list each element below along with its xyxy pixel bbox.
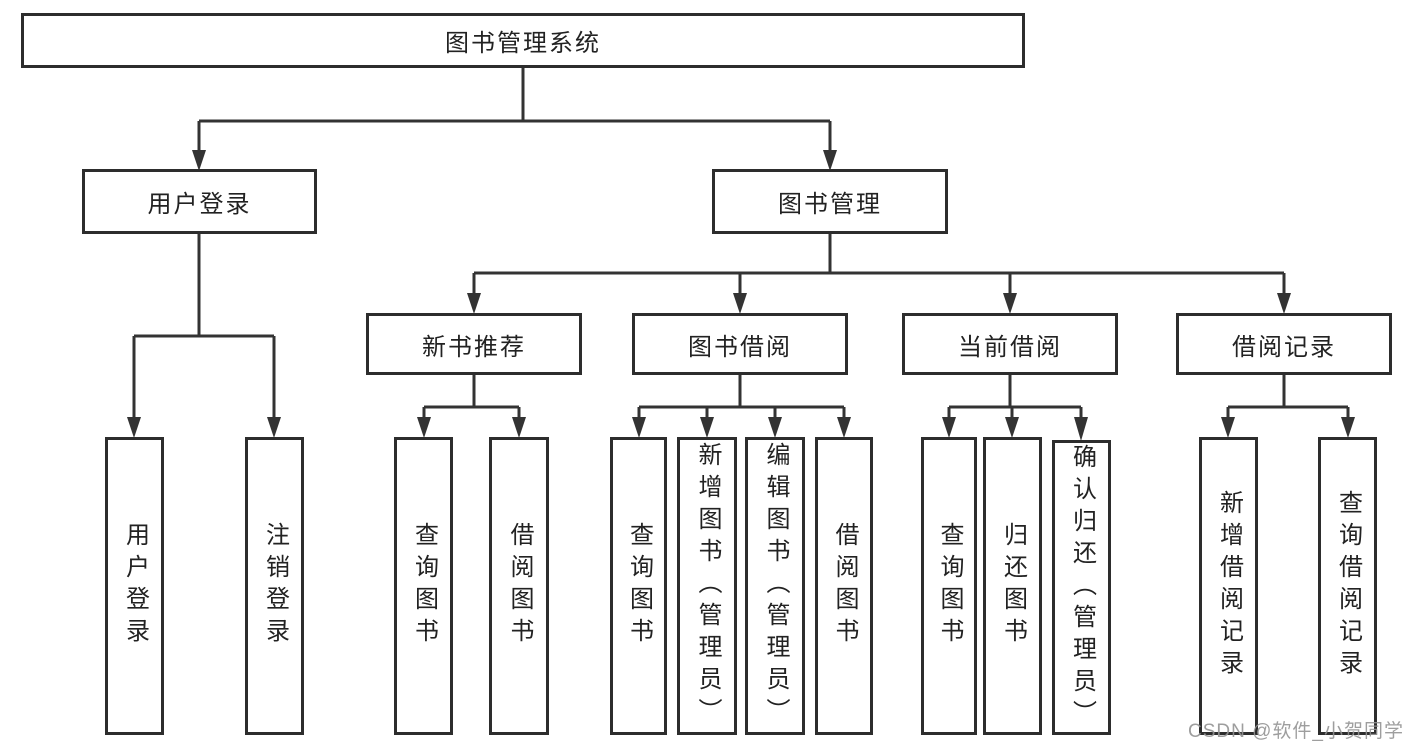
node-current-borrow: 当前借阅: [902, 313, 1118, 375]
node-library-management-system: 图书管理系统: [21, 13, 1025, 68]
leaf-user-login-label: 用户登录: [121, 522, 149, 650]
leaf-bb-add-books-admin: 新增图书（管理员）: [677, 437, 737, 735]
leaf-br-add-record-label: 新增借阅记录: [1215, 490, 1243, 682]
leaf-bb-query-books-label: 查询图书: [625, 522, 653, 650]
leaf-br-query-record-label: 查询借阅记录: [1334, 490, 1362, 682]
leaf-nbr-borrow-books: 借阅图书: [489, 437, 549, 735]
connector-new-book-recommend-to-leaves: [417, 375, 526, 438]
leaf-br-add-record: 新增借阅记录: [1199, 437, 1258, 735]
connector-current-borrow-to-leaves: [942, 375, 1088, 441]
leaf-nbr-query-books-label: 查询图书: [410, 522, 438, 650]
leaf-logout: 注销登录: [245, 437, 304, 735]
leaf-bb-borrow-books-label: 借阅图书: [831, 522, 858, 650]
leaf-cb-confirm-return-admin: 确认归还（管理员）: [1052, 440, 1111, 735]
connector-borrow-records-to-leaves: [1221, 375, 1355, 438]
node-book-management: 图书管理: [712, 169, 948, 234]
node-user-login: 用户登录: [82, 169, 317, 234]
leaf-bb-add-books-admin-label: 新增图书（管理员）: [694, 442, 721, 730]
leaf-bb-query-books: 查询图书: [610, 437, 667, 735]
leaf-logout-label: 注销登录: [261, 522, 289, 650]
connector-user-login-to-leaves: [127, 234, 281, 438]
leaf-cb-return-books-label: 归还图书: [999, 522, 1027, 650]
leaf-cb-query-books: 查询图书: [921, 437, 977, 735]
node-book-borrow: 图书借阅: [632, 313, 848, 375]
leaf-br-query-record: 查询借阅记录: [1318, 437, 1377, 735]
connector-book-management-to-sections: [467, 234, 1291, 314]
leaf-cb-confirm-return-admin-label: 确认归还（管理员）: [1068, 443, 1096, 732]
node-new-book-recommend: 新书推荐: [366, 313, 582, 375]
leaf-bb-borrow-books: 借阅图书: [815, 437, 873, 735]
leaf-user-login: 用户登录: [105, 437, 164, 735]
leaf-bb-edit-books-admin-label: 编辑图书（管理员）: [762, 442, 789, 730]
leaf-bb-edit-books-admin: 编辑图书（管理员）: [745, 437, 805, 735]
leaf-nbr-borrow-books-label: 借阅图书: [506, 522, 533, 650]
leaf-cb-return-books: 归还图书: [983, 437, 1042, 735]
leaf-nbr-query-books: 查询图书: [394, 437, 453, 735]
connector-book-borrow-to-leaves: [632, 375, 851, 438]
leaf-cb-query-books-label: 查询图书: [936, 522, 963, 650]
node-borrow-records: 借阅记录: [1176, 313, 1392, 375]
csdn-watermark: CSDN @软件_小贺同学: [1188, 721, 1404, 742]
connector-root-to-branches: [192, 68, 837, 171]
